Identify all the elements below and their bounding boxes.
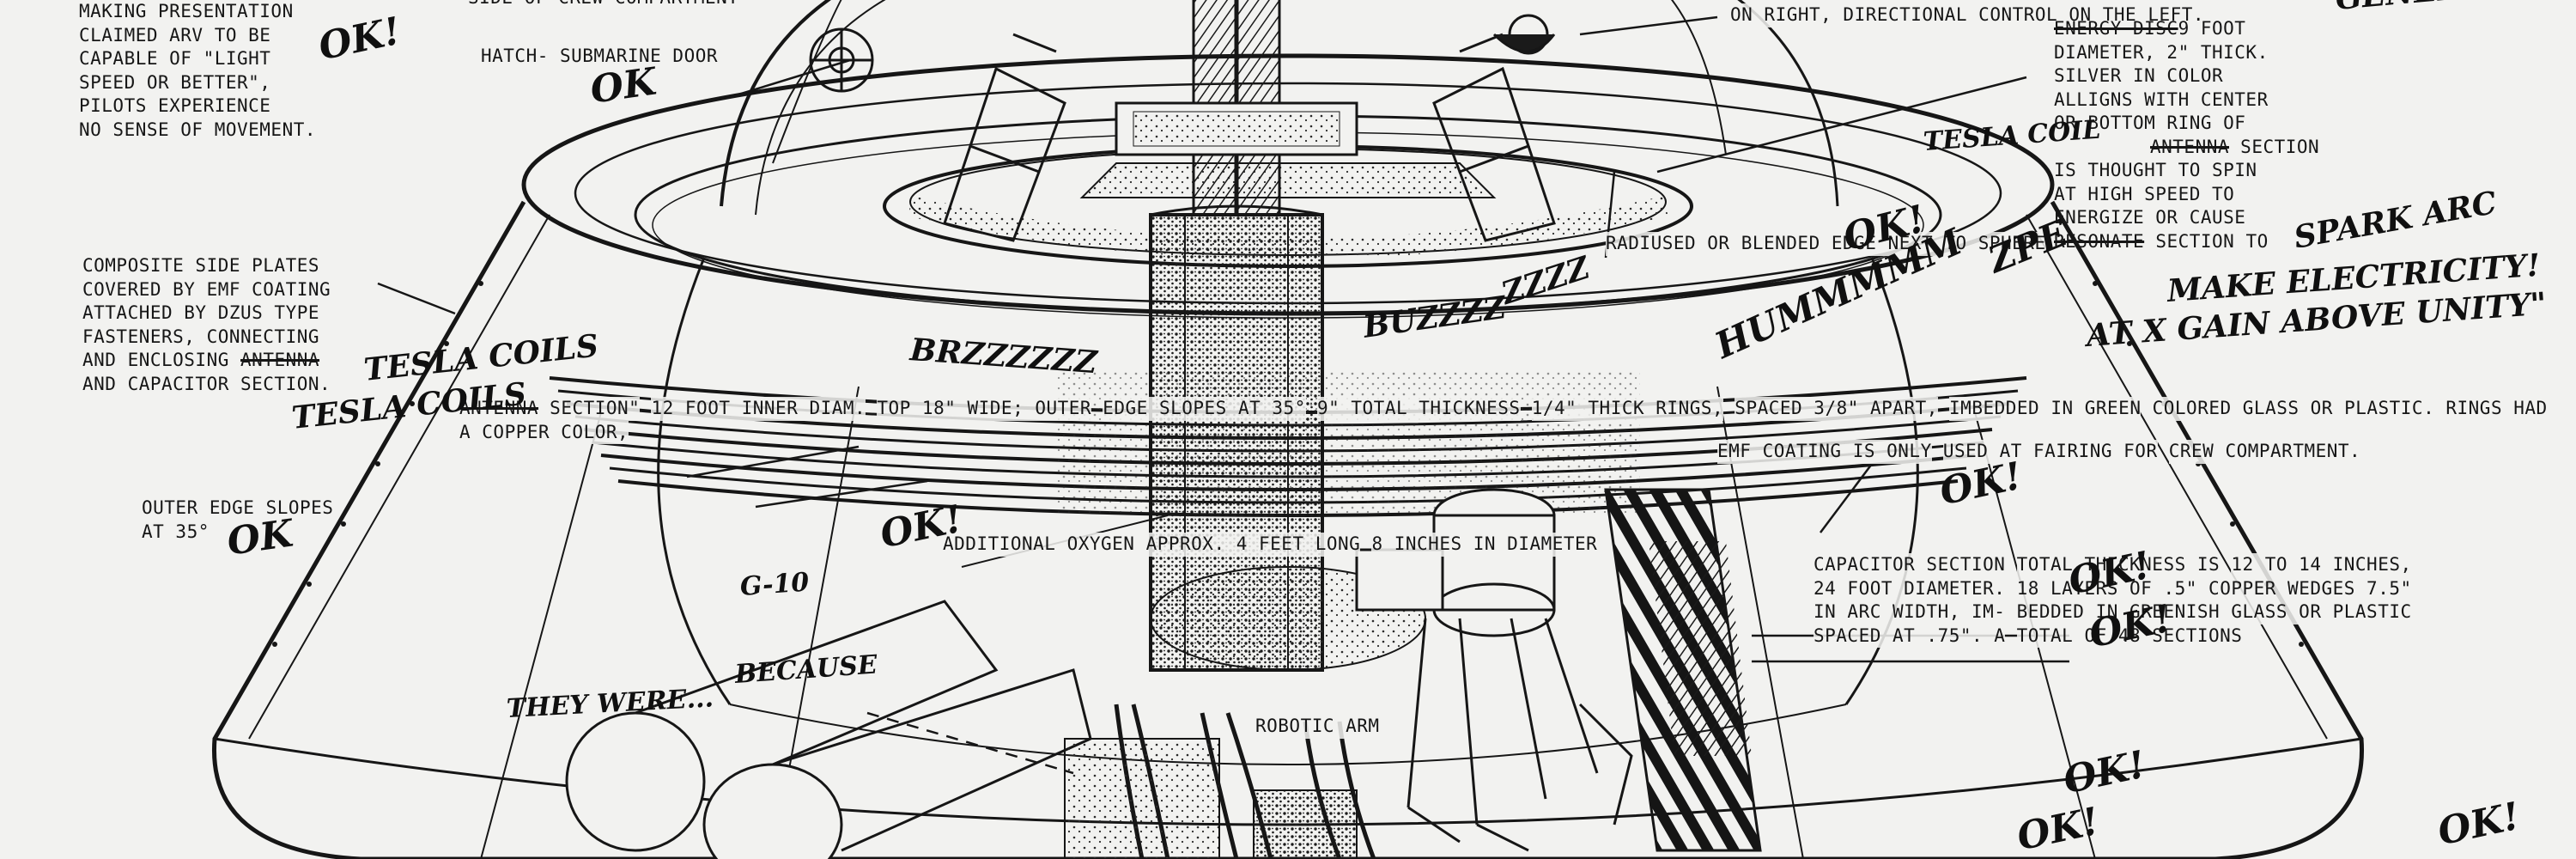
note-line: TOP 18" WIDE; OUTER bbox=[877, 397, 1092, 421]
note-line-text: SECTION TO bbox=[2155, 230, 2269, 252]
struck-text: ENERGY DISC bbox=[2054, 18, 2178, 39]
note-line: AND CAPACITOR SECTION. bbox=[82, 373, 331, 394]
note-line-text: AND ENCLOSING bbox=[82, 350, 229, 370]
handwritten-ok: OK bbox=[224, 511, 296, 564]
note-line: PLASTIC. RINGS HAD bbox=[2344, 397, 2548, 421]
note-line: COPPER WEDGES 7.5" bbox=[2208, 576, 2412, 600]
note-line: ENERGY DISC9 FOOT bbox=[2054, 17, 2319, 41]
note-line: EDGE NEXT TO SPHERE bbox=[1831, 232, 2046, 256]
note-line: FASTENERS, CONNECTING bbox=[82, 326, 320, 347]
note-radiused-edge: RADIUSED OR BLENDED EDGE NEXT TO SPHERE bbox=[1606, 232, 2046, 256]
note-robotic-arm: ROBOTIC ARM bbox=[1255, 715, 1380, 739]
note-oxygen: ADDITIONAL OXYGEN APPROX. 4 FEET LONG 8 … bbox=[943, 533, 1598, 557]
note-line: ENERGIZE OR CAUSE bbox=[2054, 207, 2246, 228]
note-line: COMPOSITE SIDE PLATES bbox=[82, 255, 320, 276]
note-line: CAPACITOR SECTION bbox=[1814, 553, 2006, 577]
note-line: 12 TO 14 INCHES, bbox=[2231, 553, 2412, 577]
note-line: SPEED OR BETTER", bbox=[79, 71, 271, 93]
note-capacitor: CAPACITOR SECTION TOTAL THICKNESS IS 12 … bbox=[1814, 553, 2576, 648]
note-line: ANTENNA SECTION bbox=[2054, 136, 2319, 160]
note-line-text: SECTION" bbox=[550, 398, 641, 418]
note-line: AND ENCLOSING ANTENNA bbox=[82, 349, 331, 373]
note-side-plates: COMPOSITE SIDE PLATES COVERED BY EMF COA… bbox=[82, 254, 331, 396]
note-line: IMBEDDED IN GREEN bbox=[1949, 397, 2142, 421]
robotic-arm bbox=[1355, 488, 1633, 852]
note-line: ADDITIONAL OXYGEN bbox=[943, 533, 1135, 557]
note-line-text: 9 FOOT bbox=[2178, 18, 2246, 39]
note-line: SILVER IN COLOR bbox=[2054, 65, 2224, 86]
note-line: A COPPER COLOR, bbox=[459, 420, 629, 444]
note-line: 18 LAYERS OF .5" bbox=[2016, 576, 2197, 600]
note-line: TOTAL OF 48 SECTIONS bbox=[2016, 624, 2243, 648]
note-line: CAPABLE OF "LIGHT bbox=[79, 48, 271, 69]
note-line: ROBOTIC ARM bbox=[1255, 715, 1380, 739]
note-line: CONTROL ON THE LEFT. bbox=[1978, 3, 2205, 27]
note-line: TOTAL THICKNESS IS bbox=[2016, 553, 2221, 577]
note-line: OUTER EDGE SLOPES bbox=[142, 497, 334, 518]
note-line: SPACED 3/8" APART, bbox=[1735, 397, 1938, 421]
note-line: AT HIGH SPEED TO bbox=[2054, 183, 2235, 204]
note-line: NO SENSE OF MOVEMENT. bbox=[79, 119, 317, 140]
note-line: SIDE OF CREW COMPARTMENT bbox=[468, 0, 739, 10]
crew-seats bbox=[809, 14, 1556, 242]
note-line: CREW COMPARTMENT. bbox=[2168, 440, 2361, 464]
note-line: MAKING PRESENTATION bbox=[79, 1, 294, 21]
note-line: PILOTS EXPERIENCE bbox=[79, 95, 271, 116]
note-line: SPACED AT .75". A bbox=[1814, 624, 2006, 648]
note-line: 9" TOTAL THICKNESS bbox=[1316, 397, 1521, 421]
note-line: COVERED BY EMF COATING bbox=[82, 278, 331, 300]
note-line: 1/4" THICK RINGS, bbox=[1531, 397, 1724, 421]
note-line: COLORED GLASS OR bbox=[2152, 397, 2333, 421]
note-line: AT 35° bbox=[142, 521, 210, 542]
note-line: DIAMETER, 2" THICK. bbox=[2054, 41, 2269, 63]
note-directional-control: ON RIGHT, DIRECTIONAL CONTROL ON THE LEF… bbox=[1730, 3, 2205, 27]
note-line: IS THOUGHT TO SPIN bbox=[2054, 160, 2257, 180]
note-presentation: MAKING PRESENTATION CLAIMED ARV TO BE CA… bbox=[79, 0, 316, 142]
note-line: EMF COATING IS ONLY bbox=[1717, 440, 1932, 464]
note-line: BEDDED IN GREENISH bbox=[2016, 600, 2221, 624]
note-line: OR BOTTOM RING OF bbox=[2054, 113, 2246, 133]
struck-text: ANTENNA bbox=[459, 398, 539, 418]
note-line: 12 FOOT INNER DIAM. bbox=[651, 397, 866, 421]
struck-text: ANTENNA bbox=[2150, 136, 2230, 157]
note-line-text: SECTION bbox=[2240, 136, 2320, 157]
note-outer-edge: OUTER EDGE SLOPES AT 35° bbox=[142, 497, 333, 544]
inner-dome bbox=[657, 0, 1919, 765]
handwritten-ok: OK bbox=[587, 59, 659, 113]
handwritten-g10: G-10 bbox=[738, 567, 811, 602]
note-line: ALLIGNS WITH CENTER bbox=[2054, 88, 2269, 110]
capacitor-section bbox=[1604, 488, 1762, 852]
note-antenna-section: ANTENNA SECTION" 12 FOOT INNER DIAM. TOP… bbox=[459, 397, 2576, 444]
note-line: 8 INCHES IN DIAMETER bbox=[1371, 533, 1598, 557]
note-energy-disk: ENERGY DISC9 FOOT DIAMETER, 2" THICK. SI… bbox=[2054, 17, 2319, 253]
struck-text: ANTENNA bbox=[240, 350, 320, 370]
note-line: ANTENNA SECTION" bbox=[459, 397, 641, 421]
note-line: ON RIGHT, DIRECTIONAL bbox=[1730, 3, 1968, 27]
note-line: USED AT FAIRING FOR bbox=[1942, 440, 2158, 464]
note-crew-compartment: SIDE OF CREW COMPARTMENT bbox=[468, 0, 739, 10]
note-line: EDGE SLOPES AT 35° bbox=[1103, 397, 1306, 421]
note-line: IN ARC WIDTH, IM- bbox=[1814, 600, 2006, 624]
note-line: HATCH- SUBMARINE DOOR bbox=[481, 45, 719, 69]
note-emf-coating: EMF COATING IS ONLY USED AT FAIRING FOR … bbox=[1717, 440, 2361, 464]
struck-text: RESONATE bbox=[2054, 230, 2145, 252]
note-hatch: HATCH- SUBMARINE DOOR bbox=[481, 45, 719, 69]
note-line: RESONATE SECTION TO bbox=[2054, 230, 2319, 254]
note-line: CLAIMED ARV TO BE bbox=[79, 24, 271, 46]
note-line: RADIUSED OR BLENDED bbox=[1606, 232, 1820, 256]
note-line: GLASS OR PLASTIC bbox=[2231, 600, 2412, 624]
cable-bundle bbox=[1064, 704, 1376, 859]
note-line: APPROX. 4 FEET LONG bbox=[1145, 533, 1361, 557]
note-line: 24 FOOT DIAMETER. bbox=[1814, 576, 2006, 600]
note-line: ATTACHED BY DZUS TYPE bbox=[82, 302, 320, 323]
